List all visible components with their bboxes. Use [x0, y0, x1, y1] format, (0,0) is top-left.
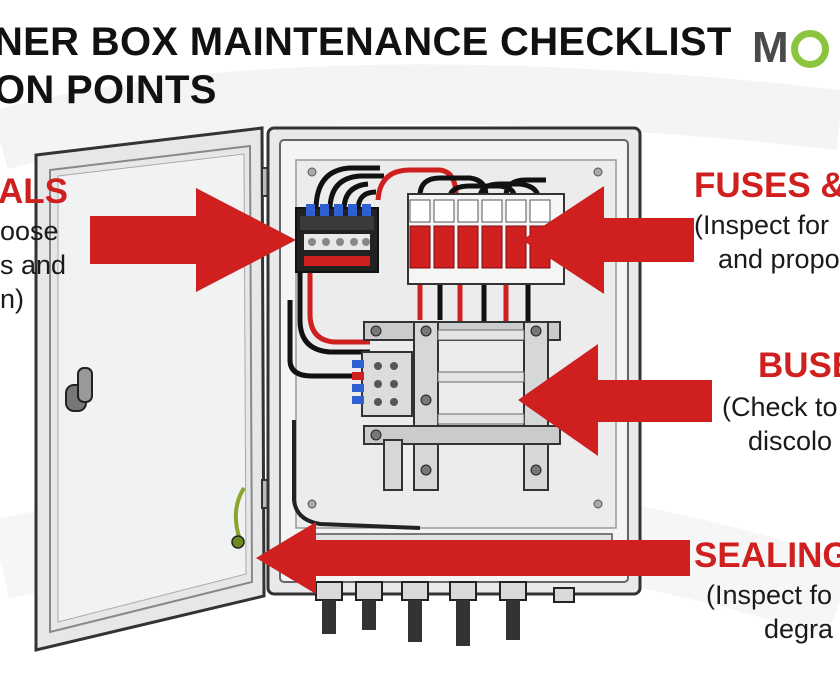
callout-busbars-title: BUSE [758, 346, 840, 385]
callout-busbars-line-1: (Check to [722, 392, 838, 422]
logo-ring-icon [790, 30, 829, 68]
callout-busbars-line-2: discolo [748, 426, 833, 456]
callout-sealing-line-2: degra [764, 614, 834, 644]
callout-terminals-line-3: n) [0, 284, 25, 314]
door-latch-icon [65, 367, 93, 412]
callout-fuses-line-2: and propo [718, 244, 840, 274]
page-title-line-2: ON POINTS [0, 68, 217, 112]
callout-fuses-line-1: (Inspect for [694, 210, 830, 240]
arrow-fuses-icon [522, 186, 694, 294]
arrow-sealing-icon [256, 522, 690, 594]
callout-fuses-title: FUSES & [694, 166, 840, 205]
logo-text: M [752, 23, 789, 72]
callout-terminals-line-2: s and [0, 250, 67, 280]
wiring-harness [287, 165, 546, 530]
terminal-block-upper [295, 204, 379, 273]
callout-sealing-title: SEALING [694, 536, 840, 575]
brand-logo: M [752, 23, 829, 72]
arrow-busbars-icon [518, 344, 712, 456]
terminal-block-lower [352, 351, 413, 417]
arrow-terminals-icon [90, 188, 296, 292]
callout-terminals-line-1: oose [0, 216, 59, 246]
callout-terminals-title: ALS [0, 172, 68, 211]
callout-sealing-line-1: (Inspect fo [706, 580, 833, 610]
page-title-line-1: NER BOX MAINTENANCE CHECKLIST [0, 20, 732, 64]
